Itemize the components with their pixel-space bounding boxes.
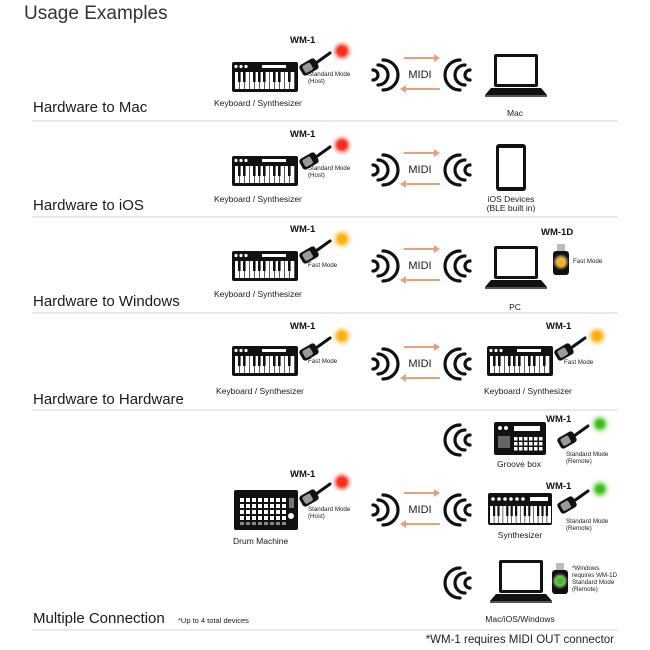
- groove-box-icon: [494, 422, 546, 455]
- midi-label: MIDI: [408, 358, 431, 370]
- wireless-icon: [443, 153, 472, 187]
- target-label: iOS Devices: [488, 194, 535, 204]
- source-label: Keyboard / Synthesizer: [214, 98, 302, 108]
- midi-label: MIDI: [408, 260, 431, 272]
- midi-label: MIDI: [408, 69, 431, 81]
- laptop-icon: [485, 54, 547, 97]
- mode-label: Fast Mode: [564, 359, 594, 366]
- windows-note: *Windows: [572, 565, 600, 572]
- wm1-adapter-icon: [557, 413, 611, 449]
- device-label-wm1: WM-1: [290, 35, 316, 46]
- wireless-icon: [443, 347, 472, 381]
- keyboard-icon: [232, 346, 298, 376]
- mode-label-sub: (Host): [308, 172, 325, 179]
- mode-label: Standard Mode: [308, 165, 351, 172]
- wm1d-usb-icon: [553, 244, 569, 275]
- device-label-wm1: WM-1: [546, 414, 572, 425]
- mode-label-sub: (Host): [308, 513, 325, 520]
- mode-label: Standard Mode: [308, 506, 351, 513]
- windows-note: requires WM-1D: [572, 572, 618, 579]
- wireless-icon: [443, 58, 472, 92]
- wireless-icon: [443, 423, 472, 457]
- mode-label: Standard Mode: [566, 518, 609, 525]
- mode-label: Fast Mode: [573, 258, 603, 265]
- midi-label: MIDI: [408, 164, 431, 176]
- target-label: Mac/iOS/Windows: [485, 614, 554, 624]
- page-title: Usage Examples: [24, 3, 168, 24]
- midi-arrows: MIDI: [400, 245, 440, 284]
- section-hardware: Keyboard / Synthesizer WM-1 Fast Mode MI…: [216, 321, 608, 396]
- target-label: Groove box: [497, 459, 542, 469]
- target-label: Keyboard / Synthesizer: [484, 386, 572, 396]
- device-label-wm1: WM-1: [290, 469, 316, 480]
- laptop-icon: [490, 560, 552, 603]
- section-windows: Keyboard / Synthesizer WM-1 Fast Mode MI…: [214, 224, 603, 312]
- source-label: Keyboard / Synthesizer: [214, 194, 302, 204]
- section-multiple: Drum Machine WM-1 Standard Mode (Host) M…: [233, 413, 618, 624]
- wm1-adapter-icon: [557, 478, 611, 514]
- section-dividers: [32, 120, 618, 631]
- mode-label-sub: (Host): [308, 78, 325, 85]
- section-label-ios: Hardware to iOS: [33, 197, 144, 214]
- laptop-icon: [485, 246, 547, 289]
- drum-machine-icon: [234, 490, 298, 530]
- device-label-wm1: WM-1: [290, 224, 316, 235]
- section-label-mac: Hardware to Mac: [33, 99, 148, 116]
- midi-label: MIDI: [408, 504, 431, 516]
- mode-label: Fast Mode: [308, 358, 338, 365]
- wireless-icon: [371, 58, 400, 92]
- midi-arrows: MIDI: [400, 149, 440, 188]
- target-label: Mac: [507, 108, 524, 118]
- keyboard-icon: [232, 251, 298, 281]
- wireless-icon: [443, 493, 472, 527]
- wireless-icon: [371, 153, 400, 187]
- target-label: PC: [509, 302, 521, 312]
- wireless-icon: [371, 347, 400, 381]
- wm1-adapter-icon: [554, 325, 608, 361]
- source-label: Drum Machine: [233, 536, 289, 546]
- footnote: *WM-1 requires MIDI OUT connector: [426, 634, 614, 646]
- section-mac: Keyboard / Synthesizer WM-1 Standard Mod…: [214, 35, 547, 118]
- tablet-icon: [496, 144, 526, 191]
- windows-note: (Remote): [572, 586, 598, 593]
- source-label: Keyboard / Synthesizer: [216, 386, 304, 396]
- keyboard-icon: [232, 156, 298, 186]
- midi-arrows: MIDI: [400, 54, 440, 93]
- wm1-adapter-icon: [299, 228, 353, 264]
- source-label: Keyboard / Synthesizer: [214, 289, 302, 299]
- wm1d-usb-icon: [552, 563, 568, 594]
- wm1-adapter-icon: [299, 40, 353, 76]
- wireless-icon: [443, 249, 472, 283]
- section-ios: Keyboard / Synthesizer WM-1 Standard Mod…: [214, 129, 535, 213]
- mode-label: Standard Mode: [308, 71, 351, 78]
- mode-label: Fast Mode: [308, 262, 338, 269]
- mode-label: Standard Mode: [566, 451, 609, 458]
- wm1-adapter-icon: [299, 325, 353, 361]
- section-label-windows: Hardware to Windows: [33, 293, 180, 310]
- device-label-wm1: WM-1: [546, 321, 572, 332]
- wm1-adapter-icon: [299, 471, 353, 507]
- device-label-wm1: WM-1: [290, 129, 316, 140]
- wireless-icon: [443, 566, 472, 600]
- device-label-wm1: WM-1: [546, 481, 572, 492]
- device-label-wm1: WM-1: [290, 321, 316, 332]
- keyboard-icon: [487, 346, 553, 376]
- target-label: Synthesizer: [498, 530, 543, 540]
- wireless-icon: [371, 249, 400, 283]
- section-label-multiple: Multiple Connection: [33, 610, 165, 627]
- device-label-wm1d: WM-1D: [541, 227, 573, 238]
- wm1-adapter-icon: [299, 134, 353, 170]
- windows-note: Standard Mode: [572, 579, 615, 586]
- midi-arrows: MIDI: [400, 343, 440, 382]
- target-label-sub: (BLE built in): [487, 203, 536, 213]
- keyboard-icon: [232, 62, 298, 92]
- multiple-note: *Up to 4 total devices: [178, 616, 249, 625]
- mode-label-sub: (Remote): [566, 525, 592, 532]
- wireless-icon: [371, 493, 400, 527]
- section-label-hardware: Hardware to Hardware: [33, 391, 184, 408]
- midi-arrows: MIDI: [400, 489, 440, 528]
- synthesizer-icon: [488, 493, 552, 525]
- mode-label-sub: (Remote): [566, 458, 592, 465]
